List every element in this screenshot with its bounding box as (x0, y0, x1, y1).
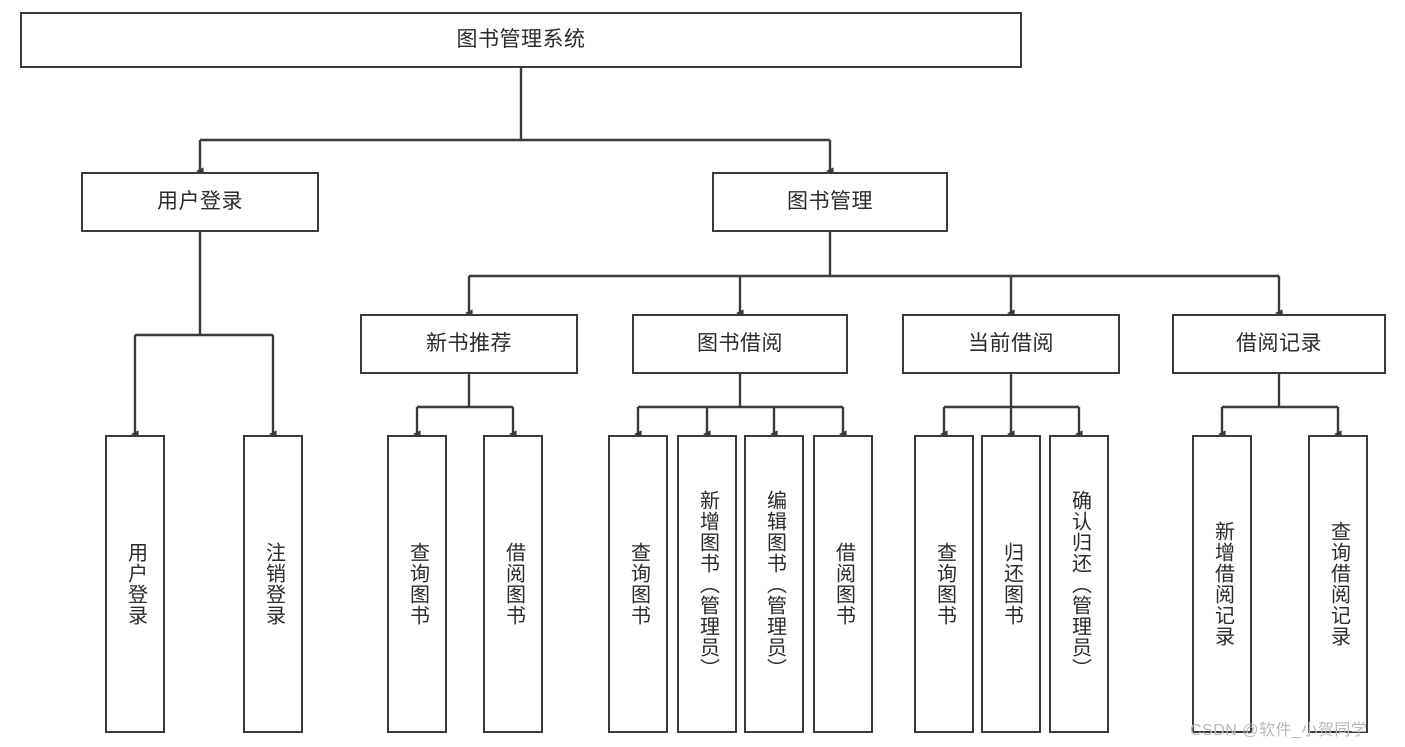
node-label-root: 图书管理系统 (456, 28, 586, 52)
node-record[interactable]: 借阅记录 (1172, 314, 1386, 374)
node-leaf-cur-2[interactable]: 归还图书 (981, 435, 1041, 733)
node-current[interactable]: 当前借阅 (902, 314, 1120, 374)
node-leaf-login-2[interactable]: 注销登录 (243, 435, 303, 733)
node-login[interactable]: 用户登录 (81, 172, 319, 232)
node-label-leaf-login-1: 用户登录 (124, 542, 147, 626)
node-borrow[interactable]: 图书借阅 (632, 314, 848, 374)
node-root[interactable]: 图书管理系统 (20, 12, 1022, 68)
node-label-leaf-borrow-3: 编辑图书（管理员） (763, 489, 786, 679)
connector-group (130, 68, 1342, 438)
node-leaf-rec-2[interactable]: 查询借阅记录 (1308, 435, 1368, 733)
node-leaf-borrow-3[interactable]: 编辑图书（管理员） (744, 435, 804, 733)
node-leaf-new-2[interactable]: 借阅图书 (483, 435, 543, 733)
node-label-record: 借阅记录 (1236, 332, 1322, 356)
node-leaf-cur-3[interactable]: 确认归还（管理员） (1049, 435, 1109, 733)
node-label-leaf-borrow-1: 查询图书 (627, 542, 650, 626)
node-label-login: 用户登录 (157, 190, 243, 214)
node-label-leaf-login-2: 注销登录 (262, 542, 285, 626)
node-label-leaf-borrow-2: 新增图书（管理员） (696, 489, 719, 679)
node-label-leaf-cur-2: 归还图书 (1000, 542, 1023, 626)
node-label-leaf-new-1: 查询图书 (406, 542, 429, 626)
node-leaf-rec-1[interactable]: 新增借阅记录 (1192, 435, 1252, 733)
node-newbook[interactable]: 新书推荐 (360, 314, 578, 374)
node-leaf-new-1[interactable]: 查询图书 (387, 435, 447, 733)
node-label-current: 当前借阅 (968, 332, 1054, 356)
node-bookmgmt[interactable]: 图书管理 (712, 172, 948, 232)
node-leaf-borrow-1[interactable]: 查询图书 (608, 435, 668, 733)
node-leaf-borrow-2[interactable]: 新增图书（管理员） (677, 435, 737, 733)
node-label-borrow: 图书借阅 (697, 332, 783, 356)
node-leaf-cur-1[interactable]: 查询图书 (914, 435, 974, 733)
node-label-newbook: 新书推荐 (426, 332, 512, 356)
node-label-leaf-new-2: 借阅图书 (502, 542, 525, 626)
node-label-leaf-rec-1: 新增借阅记录 (1211, 521, 1234, 647)
node-label-bookmgmt: 图书管理 (787, 190, 873, 214)
node-leaf-login-1[interactable]: 用户登录 (105, 435, 165, 733)
node-label-leaf-rec-2: 查询借阅记录 (1327, 521, 1350, 647)
node-label-leaf-cur-3: 确认归还（管理员） (1068, 489, 1091, 679)
node-label-leaf-cur-1: 查询图书 (933, 542, 956, 626)
node-label-leaf-borrow-4: 借阅图书 (832, 542, 855, 626)
node-leaf-borrow-4[interactable]: 借阅图书 (813, 435, 873, 733)
